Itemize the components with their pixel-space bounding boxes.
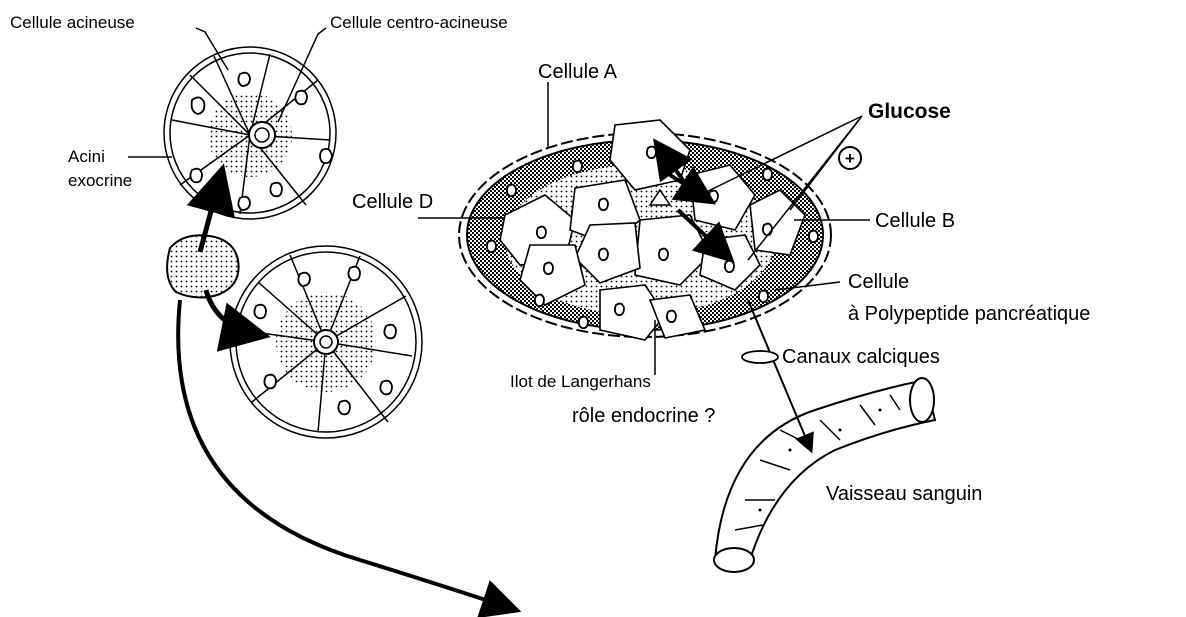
calcium-channel-icon (742, 351, 778, 363)
label-cellule-centro-acineuse: Cellule centro-acineuse (330, 13, 508, 32)
label-cellule-d: Cellule D (352, 191, 433, 213)
acinus-bottom (230, 246, 422, 438)
label-glucose: Glucose (868, 100, 951, 123)
label-cellule-b: Cellule B (875, 210, 955, 232)
acinus-top (164, 47, 336, 219)
label-ilot-langerhans: Ilot de Langerhans (510, 372, 651, 391)
islet-of-langerhans (459, 120, 831, 340)
label-acini: Acini (68, 147, 105, 166)
plus-sign-icon: + (839, 147, 861, 169)
label-exocrine: exocrine (68, 171, 132, 190)
label-role-endocrine: rôle endocrine ? (572, 405, 715, 427)
arrow-to-vessel (748, 300, 810, 448)
label-vaisseau-sanguin: Vaisseau sanguin (826, 483, 982, 505)
label-cellule-pp-1: Cellule (848, 271, 909, 293)
leader-cellule-centro-acineuse (278, 28, 326, 122)
blood-vessel (714, 378, 935, 572)
label-cellule-pp-2: à Polypeptide pancréatique (848, 303, 1090, 325)
label-cellule-a: Cellule A (538, 61, 618, 83)
label-canaux-calciques: Canaux calciques (782, 346, 940, 368)
label-cellule-acineuse: Cellule acineuse (10, 13, 135, 32)
leader-cellule-acineuse (196, 28, 228, 70)
svg-text:+: + (845, 149, 855, 168)
